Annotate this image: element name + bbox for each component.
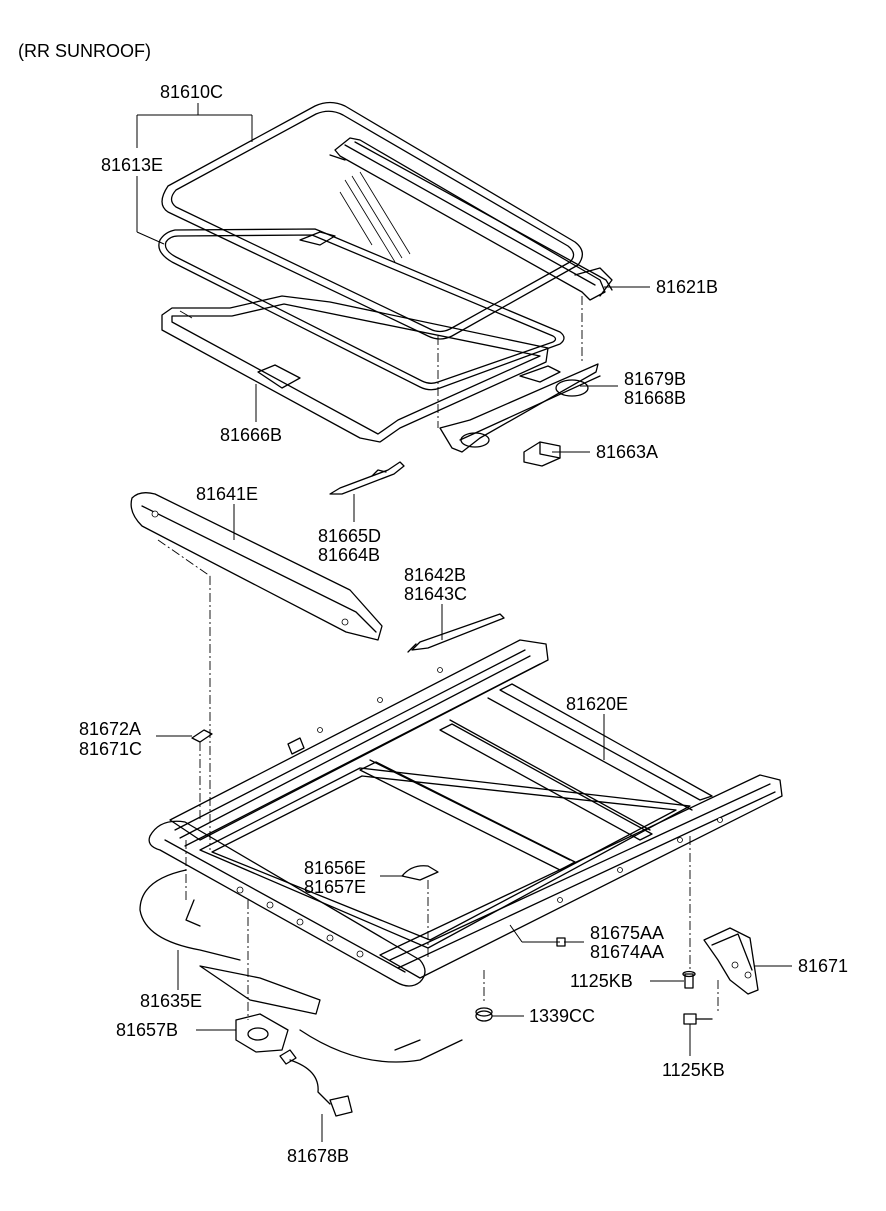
label-81620E: 81620E (566, 694, 628, 714)
label-81657E: 81657E (304, 877, 366, 897)
bolt-1125KB-b (683, 1013, 713, 1025)
label-81668B: 81668B (624, 388, 686, 408)
clip-81642B (407, 613, 505, 653)
label-1125KB-b: 1125KB (662, 1060, 725, 1080)
leader-lines (136, 103, 792, 1142)
bracket-81671 (703, 927, 759, 995)
label-81678B: 81678B (287, 1146, 349, 1166)
label-1125KB-a: 1125KB (570, 971, 633, 991)
main-frame-81620E (148, 639, 783, 987)
label-81643C: 81643C (404, 584, 467, 604)
deflector-81641E (130, 492, 383, 641)
glass-panel-81610C (161, 101, 583, 340)
label-81665D: 81665D (318, 526, 381, 546)
label-81657B: 81657B (116, 1020, 178, 1040)
label-81679B: 81679B (624, 369, 686, 389)
alignment-lines (157, 296, 719, 1020)
label-81656E: 81656E (304, 858, 366, 878)
frame-81666B (161, 231, 549, 443)
label-81671: 81671 (798, 956, 848, 976)
label-81675AA: 81675AA (590, 923, 664, 943)
label-81613E: 81613E (101, 155, 163, 175)
cable-end-81665D (329, 461, 405, 495)
diagram-title: (RR SUNROOF) (18, 41, 151, 61)
lift-mechanism-81679B (439, 363, 601, 453)
part-labels: 81610C 81613E 81621B 81679B 81668B 81663… (79, 82, 848, 1166)
label-81671C: 81671C (79, 739, 142, 759)
harness-81678B (279, 1049, 353, 1117)
label-81621B: 81621B (656, 277, 718, 297)
label-81674AA: 81674AA (590, 942, 664, 962)
label-81635E: 81635E (140, 991, 202, 1011)
bolt-1125KB-a (682, 970, 696, 989)
label-81664B: 81664B (318, 545, 380, 565)
label-81610C: 81610C (160, 82, 223, 102)
label-81666B: 81666B (220, 425, 282, 445)
motor-81657B (235, 1013, 289, 1053)
label-81663A: 81663A (596, 442, 658, 462)
label-81672A: 81672A (79, 719, 141, 739)
grommet-1339CC (475, 1007, 493, 1022)
weatherstrip-81613E (158, 228, 565, 391)
shim-81656E (401, 865, 439, 881)
bracket-81663A (523, 441, 561, 467)
label-81642B: 81642B (404, 565, 466, 585)
drive-cable-81635E (139, 869, 463, 1063)
clip-81672A (191, 729, 213, 743)
label-1339CC: 1339CC (529, 1006, 595, 1026)
label-81641E: 81641E (196, 484, 258, 504)
